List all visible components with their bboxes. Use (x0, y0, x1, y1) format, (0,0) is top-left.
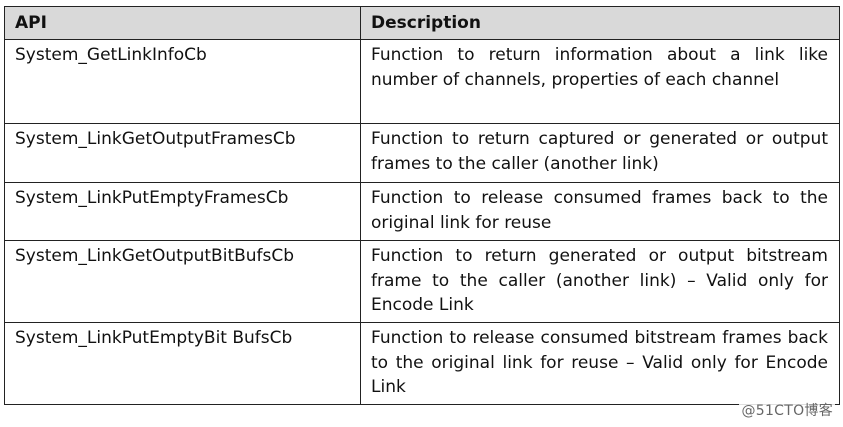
table-row: System_GetLinkInfoCb Function to return … (4, 39, 840, 124)
api-name-cell: System_LinkPutEmptyFramesCb (4, 182, 361, 241)
api-name-cell: System_LinkPutEmptyBit BufsCb (4, 322, 361, 405)
api-name-cell: System_GetLinkInfoCb (4, 39, 361, 124)
description-cell: Function to release consumed bitstream f… (360, 322, 840, 405)
table-row: System_LinkGetOutputFramesCb Function to… (4, 123, 840, 183)
watermark: @51CTO博客 (739, 400, 835, 420)
description-cell: Function to return information about a l… (360, 39, 840, 124)
table-row: System_LinkPutEmptyFramesCb Function to … (4, 182, 840, 241)
header-api: API (4, 6, 361, 40)
api-name-cell: System_LinkGetOutputFramesCb (4, 123, 361, 183)
table-row: System_LinkGetOutputBitBufsCb Function t… (4, 240, 840, 323)
description-cell: Function to return captured or generated… (360, 123, 840, 183)
description-cell: Function to return generated or output b… (360, 240, 840, 323)
header-description: Description (360, 6, 840, 40)
table-row: System_LinkPutEmptyBit BufsCb Function t… (4, 322, 840, 405)
api-name-cell: System_LinkGetOutputBitBufsCb (4, 240, 361, 323)
table-header-row: API Description (4, 6, 840, 40)
api-table: API Description System_GetLinkInfoCb Fun… (4, 6, 840, 405)
description-cell: Function to release consumed frames back… (360, 182, 840, 241)
